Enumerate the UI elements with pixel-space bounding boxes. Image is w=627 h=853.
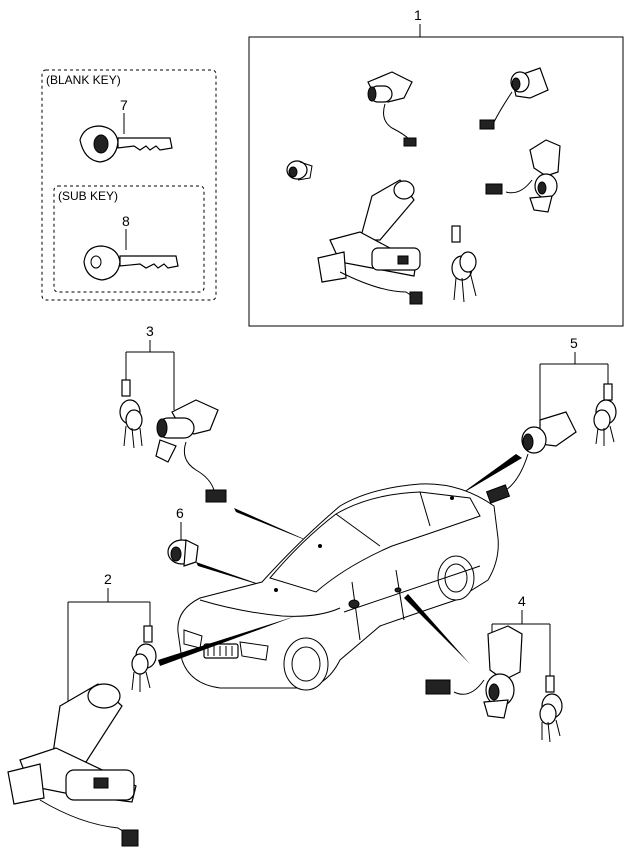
- pointer-6: [196, 562, 276, 590]
- kit-trunk-lock-icon: [367, 71, 417, 147]
- rear-lock-cylinder-icon: [485, 411, 577, 504]
- ignition-lock-cylinder-icon: [7, 683, 139, 847]
- kit-rear-lock-icon: [479, 67, 549, 130]
- blank-key-label: (BLANK KEY): [46, 73, 121, 87]
- pointer-5: [458, 454, 522, 496]
- pointer-4: [404, 594, 470, 664]
- callout-2-label: 2: [104, 571, 112, 587]
- pointer-2: [158, 616, 296, 666]
- callout-2-group: 2: [7, 571, 296, 847]
- door-lock-cylinder-icon: [425, 625, 523, 719]
- rear-keys-icon: [593, 383, 617, 446]
- blank-key-icon: [79, 125, 173, 163]
- callout-6-label: 6: [176, 505, 184, 521]
- callout-1-group: 1: [248, 7, 624, 327]
- kit-door-lock-icon: [485, 139, 561, 213]
- kit-ignition-lock-icon: [317, 179, 423, 305]
- callout-5-label: 5: [570, 335, 578, 351]
- callout-3-label: 3: [146, 323, 154, 339]
- callout-6-group: 6: [167, 505, 276, 590]
- callout-4-group: 4: [404, 593, 563, 743]
- kit-box: [248, 36, 624, 327]
- callout-7-label: 7: [120, 97, 128, 113]
- callout-5-group: 5: [458, 335, 617, 504]
- car-illustration: [177, 483, 499, 691]
- sub-key-label: (SUB KEY): [58, 189, 118, 203]
- pointer-3: [234, 508, 320, 546]
- ignition-keys-icon: [131, 625, 157, 692]
- kit-keys-icon: [451, 225, 477, 303]
- callout-1-label: 1: [414, 7, 422, 23]
- callout-8-label: 8: [122, 213, 130, 229]
- callout-4-label: 4: [518, 593, 526, 609]
- key-group: (BLANK KEY) 7 (SUB KEY) 8: [41, 69, 217, 301]
- key-group-box: [41, 69, 217, 301]
- callout-3-group: 3: [119, 323, 320, 546]
- kit-small-cylinder-icon: [286, 160, 313, 181]
- trunk-keys-icon: [119, 379, 143, 449]
- door-keys-icon: [539, 675, 563, 743]
- trunk-lock-cylinder-icon: [155, 399, 227, 503]
- sub-key-icon: [83, 245, 179, 281]
- fuel-cap-cylinder-icon: [167, 539, 199, 567]
